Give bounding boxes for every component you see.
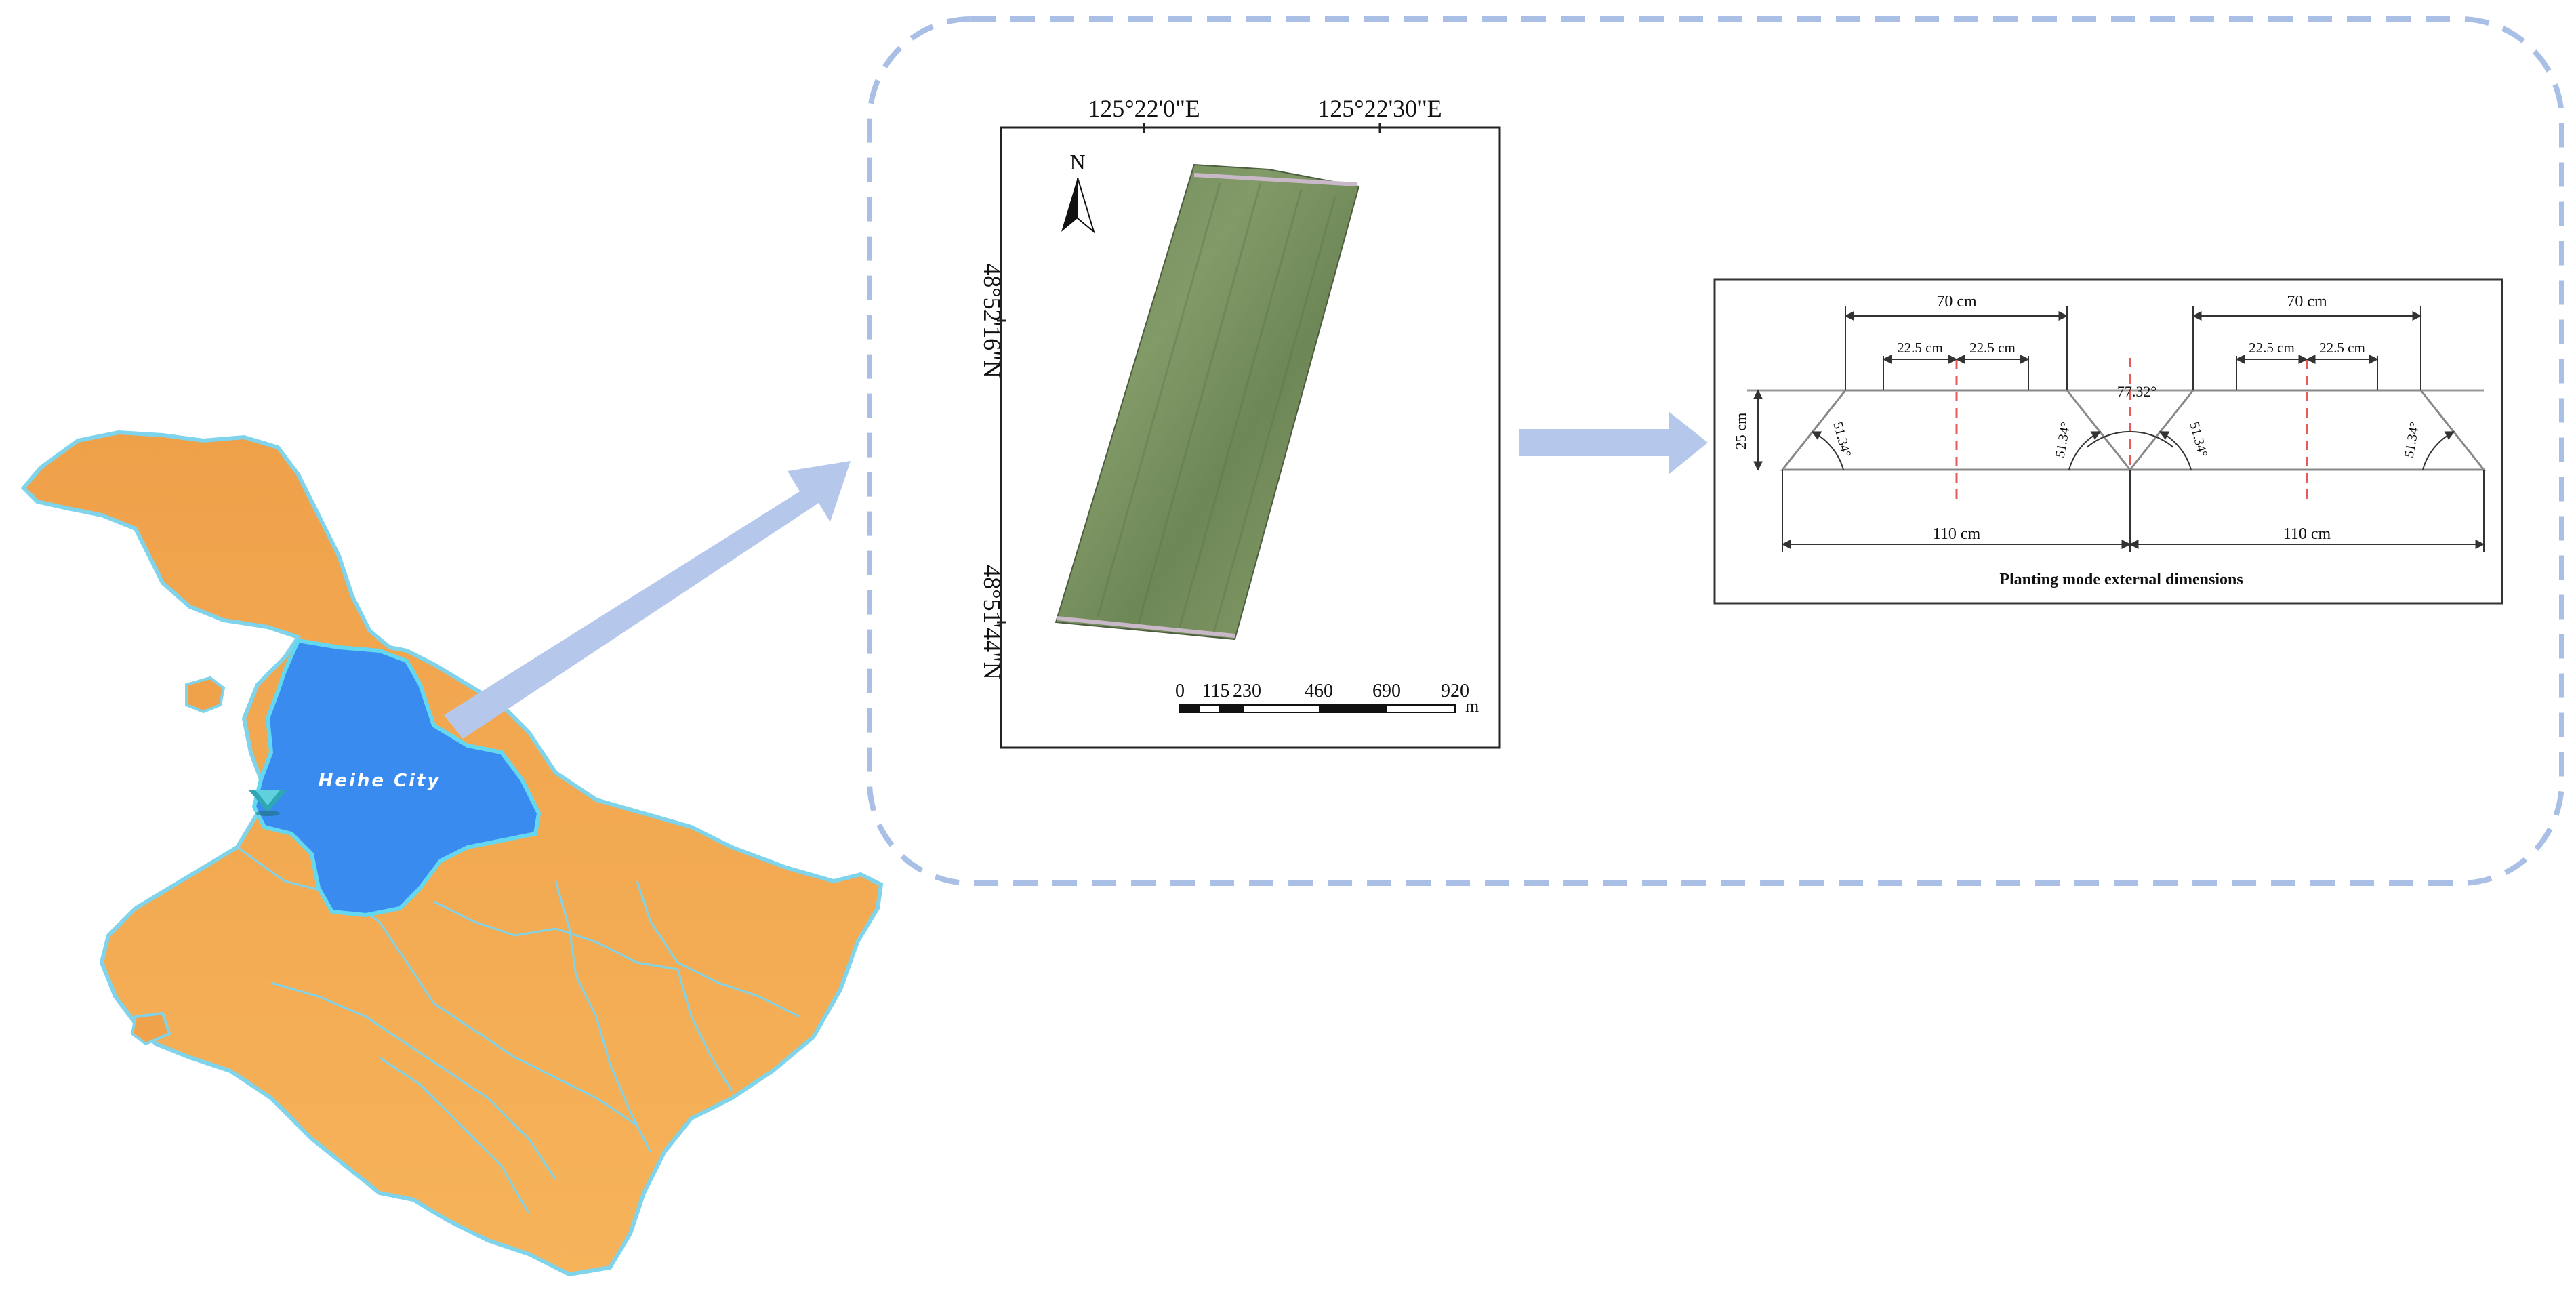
province-map: Heihe City	[20, 430, 884, 1277]
field-road-bottom	[1057, 616, 1235, 638]
flow-arrow-map-to-ortho	[444, 461, 851, 739]
scale-bar: 0 115 230 460 690 920 m	[1175, 681, 1479, 716]
angle-arcs	[1811, 430, 2455, 470]
location-pin-icon	[249, 790, 287, 816]
county-borders	[237, 846, 800, 1214]
scale-label-690: 690	[1372, 681, 1401, 702]
scale-label-460: 460	[1305, 681, 1333, 702]
dim-22-5cm-4: 22.5 cm	[2319, 340, 2365, 356]
heihe-city-label: Heihe City	[319, 771, 441, 791]
latitude-tick-2: 48°51'44"N	[979, 565, 1006, 680]
ortho-map-panel: 125°22'0"E 125°22'30"E 48°52'16"N 48°51'…	[979, 95, 1501, 749]
scale-label-920: 920	[1441, 681, 1469, 702]
dim-22-5cm-2: 22.5 cm	[1969, 340, 2016, 356]
dim-70cm-left: 70 cm	[1936, 293, 1977, 310]
small-outlier	[130, 1011, 171, 1046]
scale-label-230: 230	[1233, 681, 1261, 702]
field-road-top	[1193, 173, 1358, 186]
north-arrow-icon: N	[1061, 150, 1095, 234]
north-arrow-label: N	[1069, 150, 1085, 174]
orthophoto-texture	[1097, 182, 1336, 635]
small-island	[185, 676, 226, 714]
center-guides	[1955, 358, 2308, 505]
dim-70cm-right: 70 cm	[2287, 293, 2327, 310]
diagram-caption: Planting mode external dimensions	[1999, 571, 2243, 588]
scale-label-0: 0	[1175, 681, 1185, 702]
longitude-tick-1: 125°22'0"E	[1088, 95, 1200, 122]
dim-25cm: 25 cm	[1732, 413, 1749, 449]
flow-arrow-ortho-to-diagram	[1519, 411, 1708, 474]
dim-22-5cm-3: 22.5 cm	[2249, 340, 2295, 356]
dim-bottom-width	[1781, 470, 2485, 552]
dim-half-rows	[1882, 355, 2379, 390]
latitude-tick-1: 48°52'16"N	[979, 263, 1006, 378]
planting-diagram: 70 cm 70 cm 22.5 cm 22.5 cm 22.5 cm 22.5…	[1713, 278, 2503, 605]
dim-top-width	[1844, 306, 2422, 390]
dim-110cm-right: 110 cm	[2283, 525, 2331, 543]
longitude-tick-2: 125°22'30"E	[1317, 95, 1442, 122]
scale-label-115: 115	[1202, 681, 1230, 702]
heihe-city-region	[251, 638, 541, 918]
dim-22-5cm-1: 22.5 cm	[1897, 340, 1943, 356]
scale-unit: m	[1465, 696, 1479, 716]
orthophoto-field	[1055, 163, 1360, 641]
dim-110cm-left: 110 cm	[1933, 525, 1981, 543]
callout-panel	[867, 16, 2564, 886]
angle-label-center: 77.32°	[2117, 383, 2156, 400]
